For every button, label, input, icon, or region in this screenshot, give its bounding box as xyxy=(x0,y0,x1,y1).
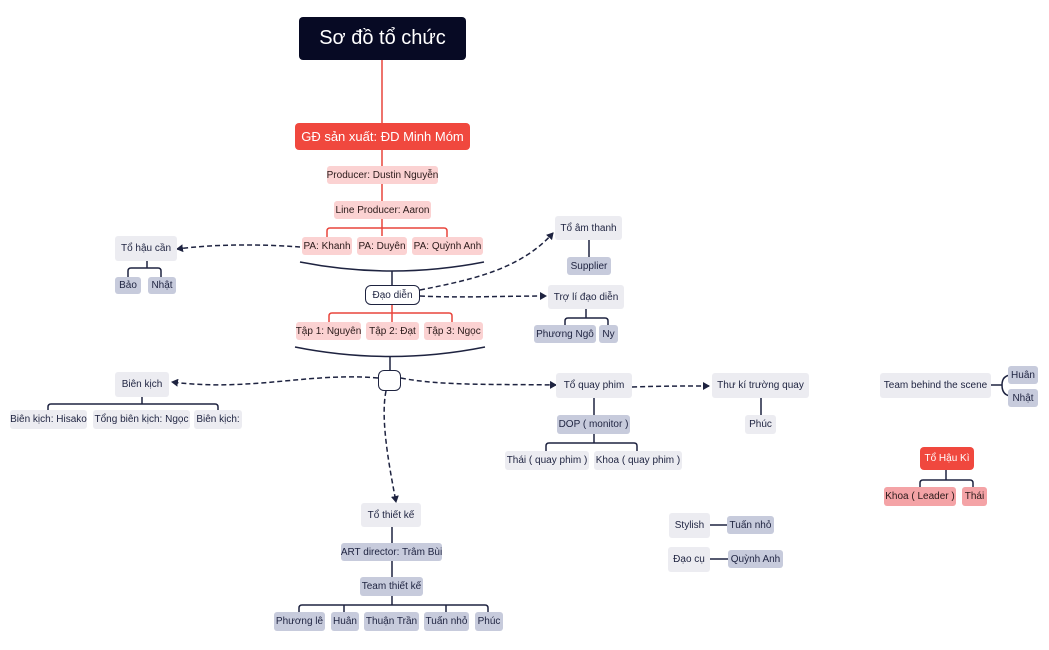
team-behind-node[interactable]: Team behind the scene xyxy=(880,373,991,398)
thiet-ke-member[interactable]: Phúc xyxy=(475,612,503,631)
team-behind-member[interactable]: Nhật xyxy=(1008,389,1038,407)
team-behind-member[interactable]: Huân xyxy=(1008,366,1038,384)
bien-kich-member[interactable]: Biên kịch: xyxy=(194,410,242,429)
producer-node[interactable]: Producer: Dustin Nguyễn xyxy=(327,166,438,184)
tro-li-member[interactable]: Phương Ngô xyxy=(534,325,596,343)
thiet-ke-member[interactable]: Phương lê xyxy=(274,612,325,631)
pa-node[interactable]: PA: Quỳnh Anh xyxy=(412,237,483,255)
bien-kich-member[interactable]: Tổng biên kịch: Ngọc xyxy=(93,410,190,429)
hau-ki-member[interactable]: Khoa ( Leader ) xyxy=(884,487,956,506)
thiet-ke-member[interactable]: Huân xyxy=(331,612,359,631)
thu-ki-member[interactable]: Phúc xyxy=(745,415,776,434)
am-thanh-node[interactable]: Tổ âm thanh xyxy=(555,216,622,240)
tro-li-member[interactable]: Ny xyxy=(599,325,618,343)
bien-kich-node[interactable]: Biên kịch xyxy=(115,372,169,397)
hau-can-member[interactable]: Bảo xyxy=(115,277,141,294)
pa-node[interactable]: PA: Khanh xyxy=(302,237,352,255)
am-thanh-member[interactable]: Supplier xyxy=(567,257,611,275)
quay-phim-node[interactable]: Tổ quay phim xyxy=(556,373,632,398)
bien-kich-member[interactable]: Biên kịch: Hisako xyxy=(10,410,87,429)
hau-ki-node[interactable]: Tổ Hậu Kì xyxy=(920,447,974,470)
hau-ki-member[interactable]: Thái xyxy=(962,487,987,506)
thiet-ke-node[interactable]: Tổ thiết kế xyxy=(361,503,421,527)
tro-li-node[interactable]: Trợ lí đạo diễn xyxy=(548,285,624,309)
line-producer-node[interactable]: Line Producer: Aaron xyxy=(334,201,431,219)
quay-phim-member[interactable]: Khoa ( quay phim ) xyxy=(594,451,682,470)
stylish-member[interactable]: Tuấn nhỏ xyxy=(727,516,774,534)
episode-node[interactable]: Tập 3: Ngọc xyxy=(424,322,483,340)
quay-phim-member[interactable]: Thái ( quay phim ) xyxy=(505,451,589,470)
dao-cu-node[interactable]: Đạo cụ xyxy=(668,547,710,572)
hau-can-member[interactable]: Nhật xyxy=(148,277,176,294)
art-director-node[interactable]: ART director: Trâm Bùi xyxy=(341,543,442,561)
stylish-node[interactable]: Stylish xyxy=(669,513,710,538)
dop-node[interactable]: DOP ( monitor ) xyxy=(557,415,630,434)
chart-title: Sơ đồ tổ chức xyxy=(299,17,466,60)
production-director-node[interactable]: GĐ sản xuất: ĐD Minh Móm xyxy=(295,123,470,150)
hau-can-node[interactable]: Tổ hậu cần xyxy=(115,236,177,261)
hub-node[interactable] xyxy=(378,370,401,391)
director-node[interactable]: Đạo diễn xyxy=(365,285,420,305)
episode-node[interactable]: Tập 2: Đạt xyxy=(366,322,419,340)
pa-node[interactable]: PA: Duyên xyxy=(357,237,407,255)
dao-cu-member[interactable]: Quỳnh Anh xyxy=(728,550,783,568)
thu-ki-node[interactable]: Thư kí trường quay xyxy=(712,373,809,398)
thiet-ke-member[interactable]: Thuận Trần xyxy=(364,612,419,631)
team-thiet-ke-node[interactable]: Team thiết kế xyxy=(360,577,423,596)
thiet-ke-member[interactable]: Tuấn nhỏ xyxy=(424,612,469,631)
episode-node[interactable]: Tập 1: Nguyên xyxy=(296,322,361,340)
